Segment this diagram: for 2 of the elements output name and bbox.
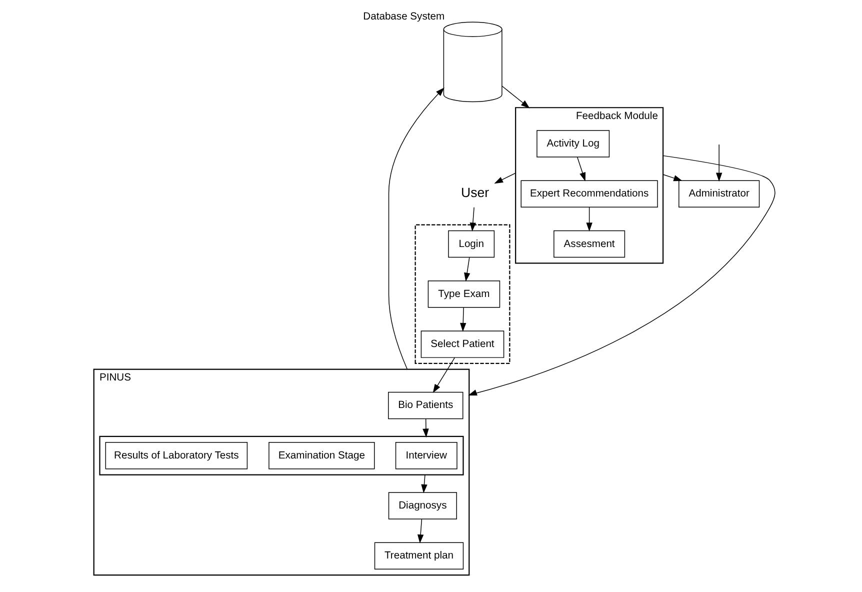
node-label: Database System (362, 11, 444, 22)
node-text: User (460, 185, 489, 200)
